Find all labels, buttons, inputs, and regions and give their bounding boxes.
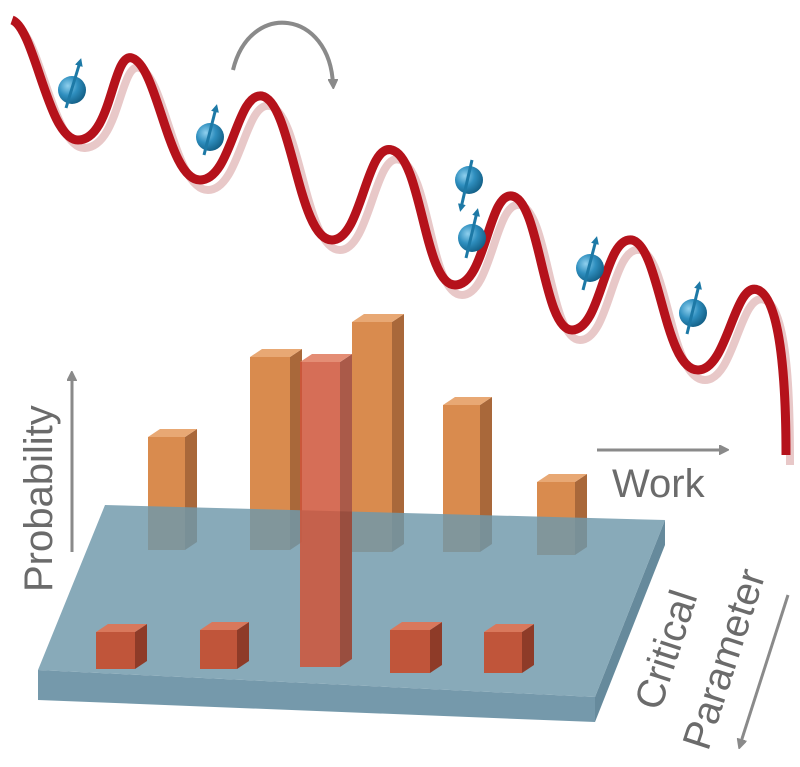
red-bar	[300, 354, 352, 667]
spin-up-icon	[196, 104, 224, 156]
red-cube	[390, 622, 442, 673]
ribbon-wave	[9, 15, 791, 456]
critical-parameter-axis-arrow	[740, 594, 790, 745]
red-cube	[96, 624, 147, 669]
front-bars	[96, 354, 534, 673]
spin-up-icon	[576, 236, 604, 291]
ribbon-shadow	[17, 26, 794, 466]
red-cube	[200, 622, 249, 669]
orange-bar	[352, 314, 404, 552]
spin-up-icon	[58, 58, 86, 109]
spin-particles	[58, 58, 707, 335]
red-cube	[484, 624, 534, 673]
parameter-label: Parameter	[675, 564, 775, 755]
probability-label: Probability	[17, 405, 61, 592]
spin-up-icon	[679, 281, 707, 335]
orange-bar	[250, 349, 302, 550]
spin-down-icon	[455, 159, 483, 212]
work-label: Work	[612, 462, 706, 506]
spin-up-icon	[458, 208, 486, 259]
hop-arrow	[231, 20, 333, 85]
